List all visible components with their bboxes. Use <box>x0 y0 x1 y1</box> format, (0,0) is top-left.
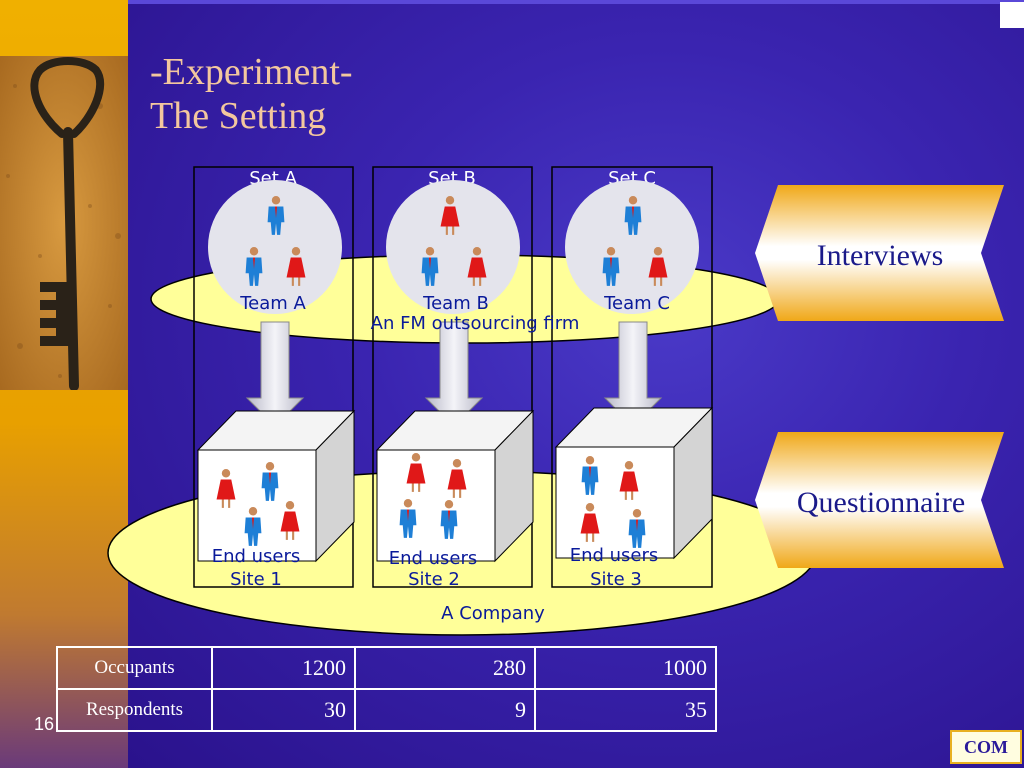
firm-label: An FM outsourcing firm <box>371 313 580 334</box>
table-cell: 30 <box>211 688 356 732</box>
corner-white-box <box>1000 2 1024 28</box>
row-label-respondents: Respondents <box>56 688 213 732</box>
end-users-2-label: End users <box>389 548 478 569</box>
end-users-3-label: End users <box>570 545 659 566</box>
team-b-label: Team B <box>422 293 489 314</box>
interviews-label: Interviews <box>817 239 944 272</box>
questionnaire-banner: Questionnaire <box>755 432 1004 568</box>
table-cell: 35 <box>534 688 717 732</box>
team-c-label: Team C <box>603 293 670 314</box>
title-line-2: The Setting <box>150 95 327 137</box>
team-c-circle <box>565 180 699 314</box>
team-b-circle <box>386 180 520 314</box>
building-cube-icon <box>375 409 535 563</box>
down-arrow-icon <box>245 321 305 427</box>
table-cell: 9 <box>354 688 536 732</box>
team-a-circle <box>208 180 342 314</box>
key-image <box>0 56 128 390</box>
questionnaire-label: Questionnaire <box>797 486 965 519</box>
company-label: A Company <box>441 603 545 624</box>
interviews-banner: Interviews <box>755 185 1004 321</box>
team-a-label: Team A <box>239 293 306 314</box>
set-a-frame <box>193 166 354 588</box>
building-cube-icon <box>554 406 714 560</box>
table-cell: 1200 <box>211 646 356 690</box>
building-cube-icon <box>196 409 356 563</box>
table-row: Respondents 30 9 35 <box>56 688 717 732</box>
set-b-frame <box>372 166 533 588</box>
com-button[interactable]: COM <box>950 730 1022 764</box>
table-row: Occupants 1200 280 1000 <box>56 646 717 690</box>
top-bar <box>128 0 1024 4</box>
site-3-label: Site 3 <box>590 569 642 590</box>
site-1-label: Site 1 <box>230 569 282 590</box>
end-users-1-label: End users <box>212 546 301 567</box>
set-c-frame <box>551 166 713 588</box>
site-2-label: Site 2 <box>408 569 460 590</box>
slide-number: 16 <box>34 714 55 734</box>
table-cell: 1000 <box>534 646 717 690</box>
row-label-occupants: Occupants <box>56 646 213 690</box>
occupants-table: Occupants 1200 280 1000 Respondents 30 9… <box>56 646 717 732</box>
slide-title: -Experiment- The Setting <box>150 50 353 138</box>
table-cell: 280 <box>354 646 536 690</box>
title-line-1: -Experiment- <box>150 51 353 93</box>
